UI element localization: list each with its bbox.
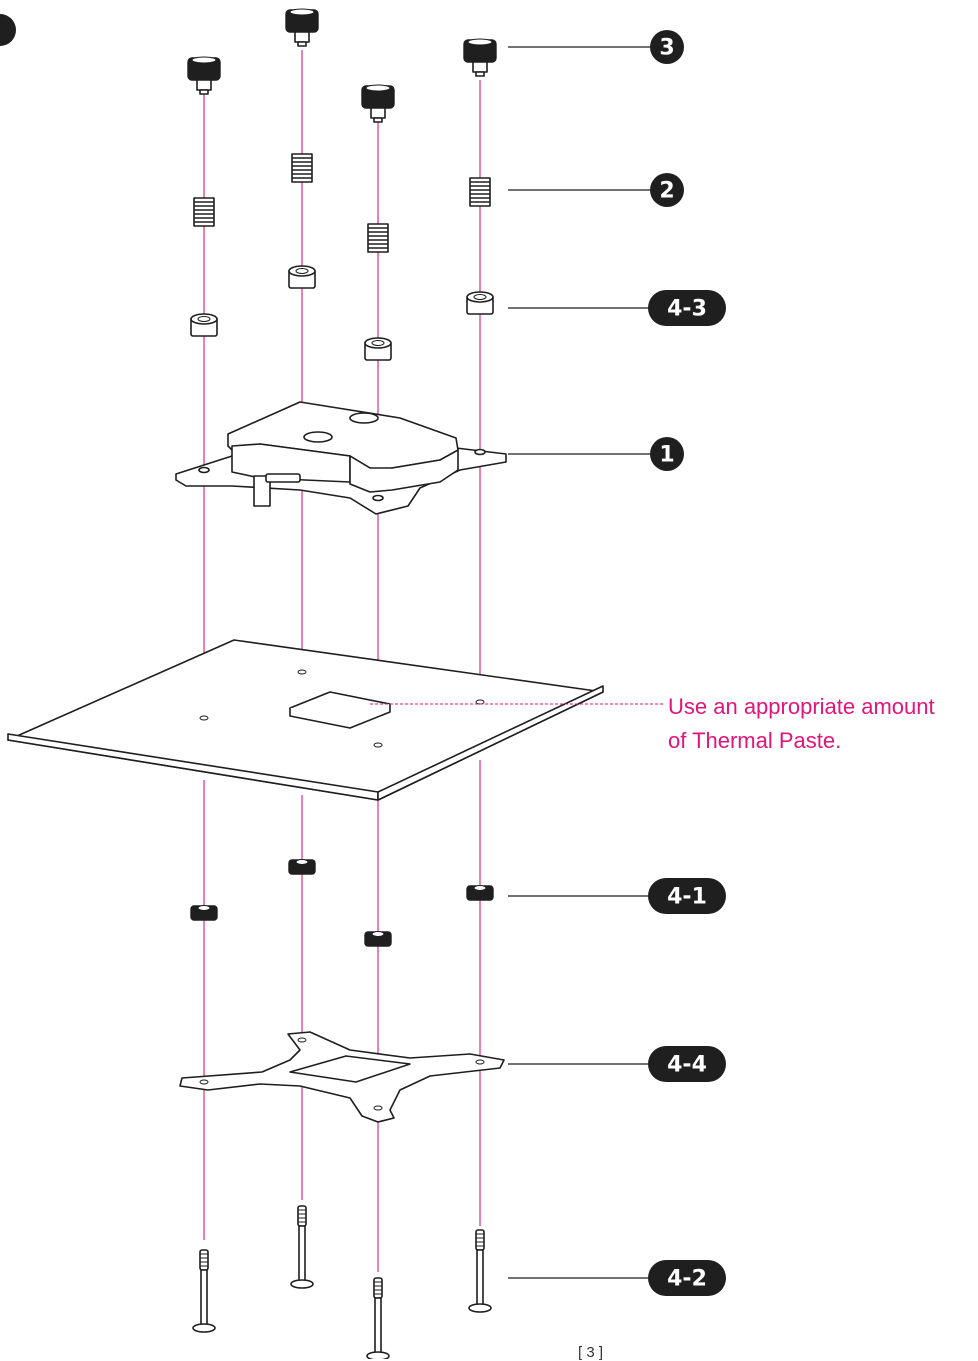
motherboard [7, 639, 604, 801]
leader-lines [508, 46, 650, 1279]
callout-label: 4-3 [667, 297, 707, 322]
callout-label: 3 [659, 36, 674, 61]
badge-pill [648, 290, 726, 326]
callout-cap-screw: 3 [650, 30, 684, 64]
callout-label: 2 [659, 179, 674, 204]
callout-label: 1 [659, 443, 674, 468]
callout-long-screw: 4-2 [648, 1260, 726, 1296]
bottom-washers [190, 859, 494, 947]
callout-label: 4-4 [667, 1053, 707, 1078]
badge-circle [650, 437, 684, 471]
page-number: [ 3 ] [578, 1344, 604, 1361]
callout-water-block: 1 [650, 437, 684, 471]
badge-circle [650, 30, 684, 64]
callout-top-washer: 4-3 [648, 290, 726, 326]
badge-pill [648, 878, 726, 914]
badge-pill [648, 1260, 726, 1296]
step-marker [0, 14, 16, 46]
callout-spring: 2 [650, 173, 684, 207]
springs [193, 153, 491, 253]
badge-pill [648, 1046, 726, 1082]
callout-bottom-washer: 4-1 [648, 878, 726, 914]
top-washers [190, 265, 494, 361]
note-line-1: Use an appropriate amount [668, 694, 935, 719]
badge-circle [650, 173, 684, 207]
water-block [175, 401, 507, 515]
callout-label: 4-2 [667, 1267, 707, 1292]
callout-backplate: 4-4 [648, 1046, 726, 1082]
callout-label: 4-1 [667, 885, 707, 910]
cap-screws [187, 8, 497, 123]
thermal-paste-note: Use an appropriate amount of Thermal Pas… [668, 690, 935, 758]
backplate [179, 1031, 505, 1123]
note-line-2: of Thermal Paste. [668, 728, 842, 753]
long-screws [192, 1205, 492, 1359]
